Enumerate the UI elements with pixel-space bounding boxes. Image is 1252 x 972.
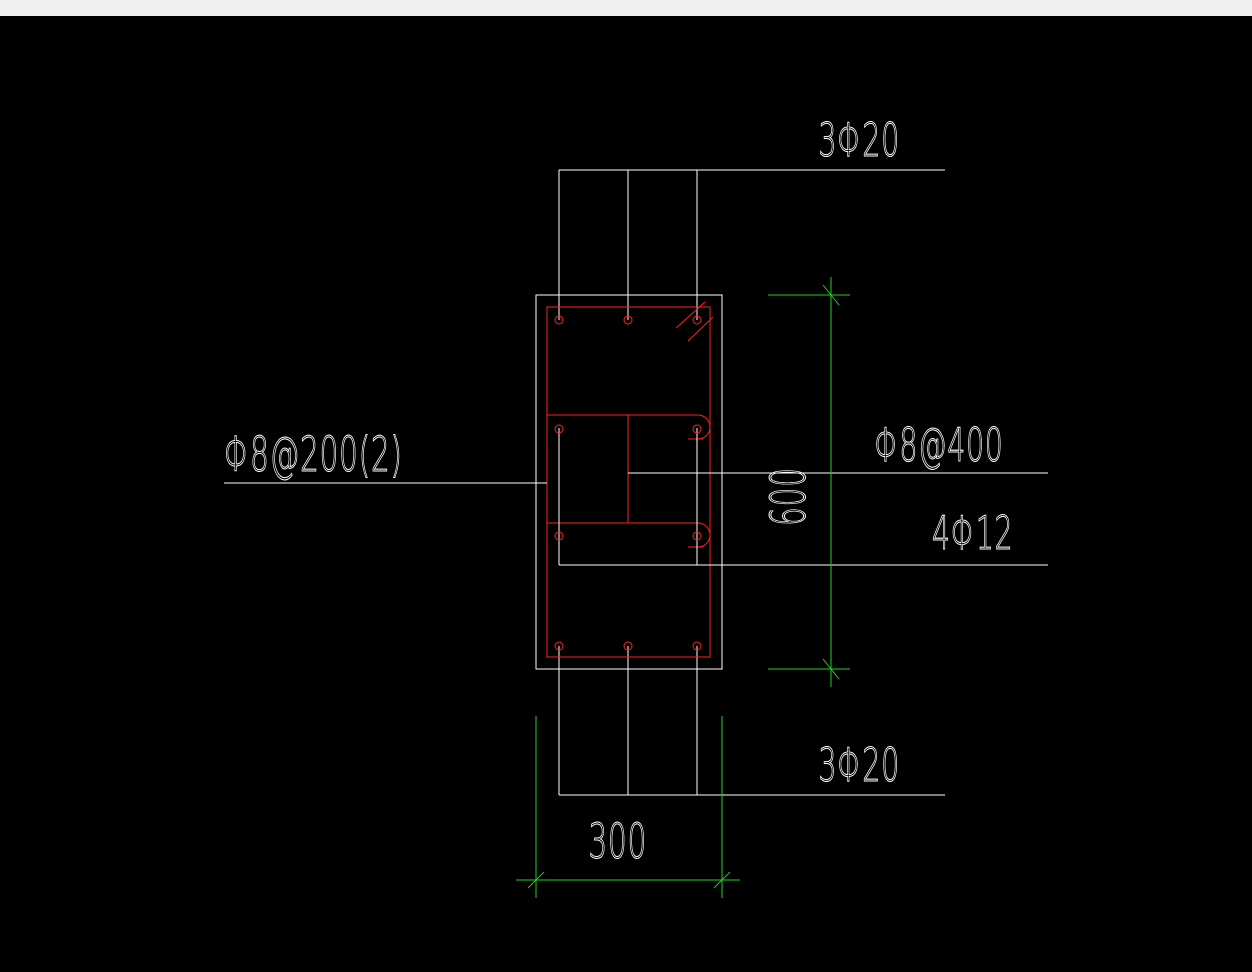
inner-tie [547,414,711,548]
bottom-bars-label: 3Φ20 [818,739,899,793]
height-dimension [768,277,850,687]
rebar-side-right-2 [692,531,702,541]
window-titlebar [0,0,1252,16]
bottom-bar-leaders [558,646,945,796]
rebar-top-mid [623,315,633,325]
section-drawing: 3Φ20 3Φ20 Φ8@200(2) Φ8@400 4Φ12 600 300 [223,114,1048,898]
width-dimension-label: 300 [588,815,647,870]
stirrup-label: Φ8@200(2) [224,428,403,483]
tie-label: Φ8@400 [874,419,1003,473]
rebar-side-left-1 [554,424,564,434]
outer-stirrup [546,306,711,658]
top-bars-label: 3Φ20 [818,114,899,168]
side-bars-label: 4Φ12 [932,507,1013,561]
side-bar-leaders [558,428,1048,566]
rebar-side-right-1 [692,424,702,434]
rebar-bottom-left [554,641,564,651]
top-bar-leaders [558,169,945,320]
cad-drawing-canvas[interactable]: 3Φ20 3Φ20 Φ8@200(2) Φ8@400 4Φ12 600 300 [0,16,1252,972]
height-dimension-label: 600 [762,467,817,526]
rebar-circles [554,315,702,651]
rebar-top-left [554,315,564,325]
rebar-bottom-mid [623,641,633,651]
concrete-section-outline [535,294,723,670]
stirrup-hook [675,301,714,342]
rebar-bottom-right [692,641,702,651]
width-dimension [516,716,740,898]
rebar-top-right [692,315,702,325]
rebar-side-left-2 [554,531,564,541]
